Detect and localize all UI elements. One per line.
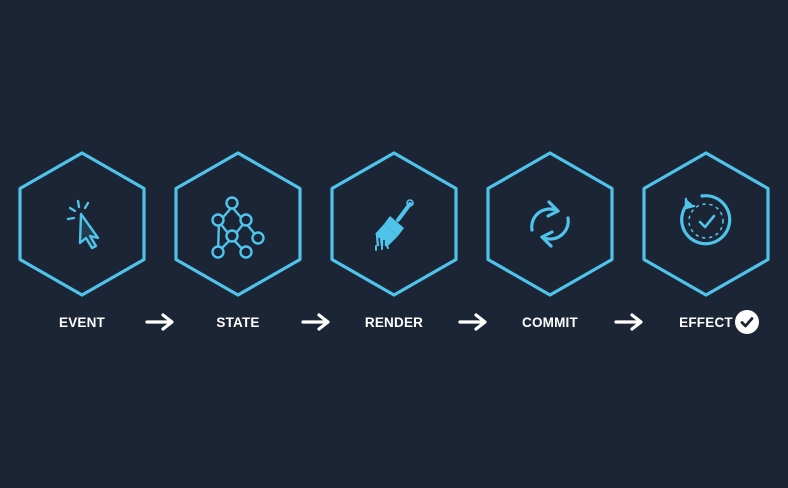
arrow-right-icon xyxy=(145,313,174,331)
cursor-click-icon xyxy=(66,199,100,250)
step-state-label: STATE xyxy=(216,315,260,330)
step-state-hexagon xyxy=(172,150,304,298)
step-effect-label: EFFECT xyxy=(679,315,733,330)
node-graph-icon xyxy=(211,196,265,259)
step-event-hexagon xyxy=(16,150,148,298)
step-render-hexagon xyxy=(328,150,460,298)
refresh-icon xyxy=(530,200,570,248)
check-circle-icon xyxy=(735,310,759,334)
paintbrush-icon xyxy=(374,199,414,251)
arrow-right-icon xyxy=(458,313,487,331)
step-commit-hexagon xyxy=(484,150,616,298)
arrow-right-icon xyxy=(614,313,643,331)
step-render-label: RENDER xyxy=(364,315,424,330)
arrow-right-icon xyxy=(301,313,330,331)
step-commit-label: COMMIT xyxy=(522,315,578,330)
clock-check-icon xyxy=(680,194,732,246)
step-event-label: EVENT xyxy=(58,315,105,330)
step-effect-hexagon xyxy=(640,150,772,298)
